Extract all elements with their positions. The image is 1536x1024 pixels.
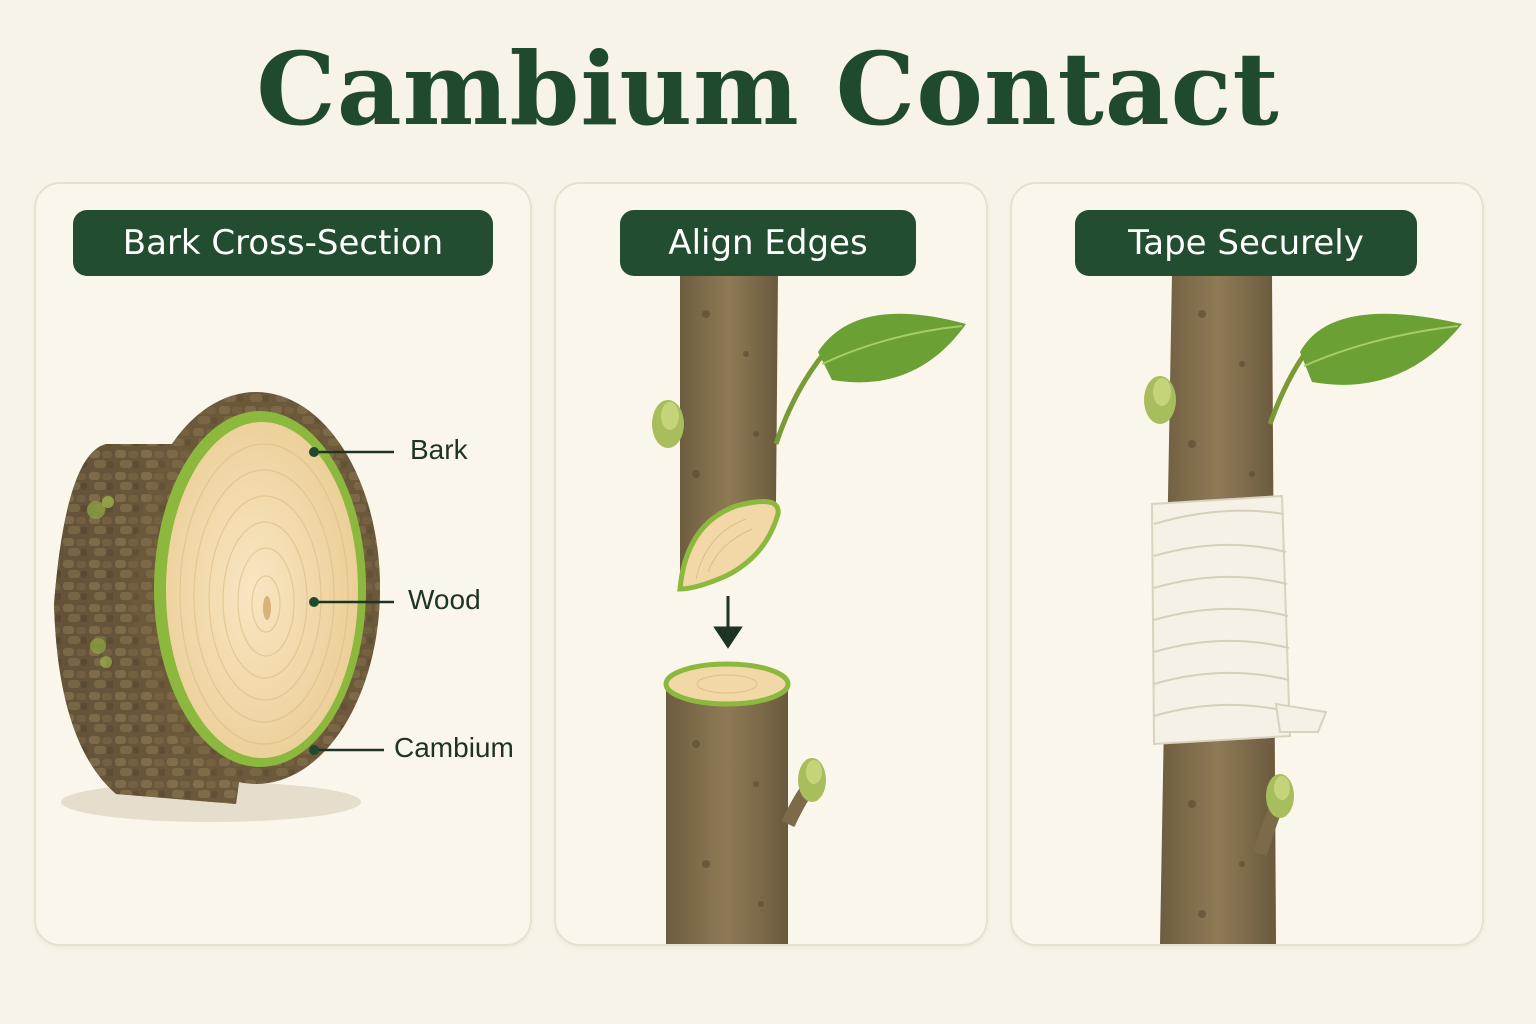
- bark-log-slice-illustration: [54, 392, 394, 822]
- panel-align-edges: Align Edges: [554, 182, 988, 946]
- heading-bark-cross-section: Bark Cross-Section: [73, 210, 493, 276]
- heading-tape-securely: Tape Securely: [1075, 210, 1417, 276]
- taped-graft-illustration: [1144, 274, 1462, 944]
- leaf-icon: [1300, 313, 1462, 385]
- callout-wood: Wood: [408, 584, 481, 615]
- grafting-scion-illustration: [652, 274, 966, 944]
- down-arrow-icon: [713, 596, 743, 649]
- callout-cambium: Cambium: [394, 732, 514, 763]
- callout-bark: Bark: [410, 434, 468, 465]
- page-title: Cambium Contact: [256, 30, 1280, 148]
- panel-tape-securely: Tape Securely: [1010, 182, 1484, 946]
- panel-bark-cross-section: Bark Cross-Section Bark Wood Cambium: [34, 182, 532, 946]
- heading-align-edges: Align Edges: [620, 210, 916, 276]
- leaf-icon: [818, 313, 966, 383]
